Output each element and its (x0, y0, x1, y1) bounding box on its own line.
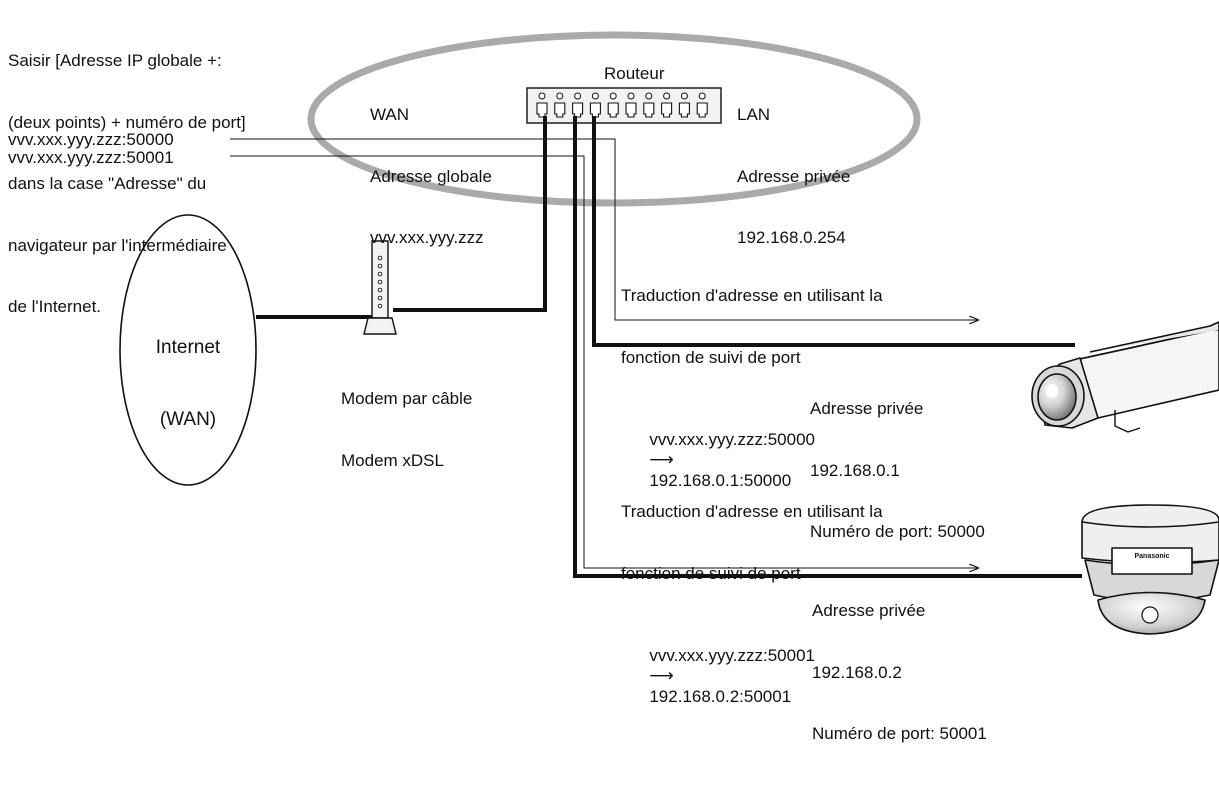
router-icon (526, 87, 722, 124)
lan-heading: LAN (737, 105, 771, 124)
box-camera-icon (1031, 321, 1219, 433)
translation-2-line2: fonction de suivi de port (621, 563, 801, 583)
router-port (536, 102, 548, 118)
router-port (554, 102, 566, 118)
translation-1-line2: fonction de suivi de port (621, 347, 801, 367)
modem-led (377, 279, 383, 285)
router-led-row (538, 92, 706, 100)
instruction-line: (deux points) + numéro de port] (8, 112, 246, 132)
network-diagram: Panasonic Saisir [Adresse IP globale +: … (8, 10, 1219, 743)
camera-1-address-label: Adresse privée (810, 399, 924, 418)
camera-1-ip: 192.168.0.1 (810, 460, 900, 480)
modem-line1: Modem par câble (341, 389, 473, 408)
lan-address-value: 192.168.0.254 (737, 228, 846, 247)
camera-2-cable (573, 116, 1082, 578)
translation-2-from: vvv.xxx.yyy.zzz:50001 (649, 645, 815, 665)
router-port (607, 102, 619, 118)
camera-1-label: Adresse privée 192.168.0.1 Numéro de por… (810, 358, 985, 584)
router-port (678, 102, 690, 118)
router-port (572, 102, 584, 118)
router-led (609, 92, 617, 100)
router-led (556, 92, 564, 100)
router-led (680, 92, 688, 100)
router-led (574, 92, 582, 100)
internet-ellipse (119, 214, 257, 486)
instruction-text: Saisir [Adresse IP globale +: (deux poin… (8, 10, 246, 359)
translation-1-arrow: ⟶ (649, 450, 674, 469)
router-led (663, 92, 671, 100)
diagram-graphics: Panasonic (119, 31, 1219, 635)
modem-label: Modem par câble Modem xDSL (341, 348, 472, 512)
router-led (698, 92, 706, 100)
dome-camera-icon (1081, 504, 1219, 635)
modem-led (377, 287, 383, 293)
instruction-line: Saisir [Adresse IP globale +: (8, 51, 222, 70)
router-led (627, 92, 635, 100)
cables (256, 116, 1082, 578)
wan-cable (393, 116, 547, 312)
camera-2-label: Adresse privée 192.168.0.2 Numéro de por… (812, 560, 987, 786)
url-2-label: vvv.xxx.yyy.zzz:50001 (8, 148, 174, 167)
internet-line1: Internet (155, 337, 221, 358)
router-led (538, 92, 546, 100)
url-guide-lines (230, 138, 978, 568)
modem-led (377, 255, 383, 261)
modem-led (377, 271, 383, 277)
camera-1-port: Numéro de port: 50000 (810, 522, 985, 541)
translation-1-mapping: vvv.xxx.yyy.zzz:50000 ⟶ 192.168.0.1:5000… (621, 409, 883, 512)
router-led (591, 92, 599, 100)
router-port (661, 102, 673, 118)
translation-1-block: Traduction d'adresse en utilisant la fon… (621, 245, 883, 553)
camera-1-cable (592, 116, 1075, 347)
modem-icon (363, 240, 397, 335)
router-port (625, 102, 637, 118)
translation-1-to: 192.168.0.1:50000 (649, 470, 792, 490)
router-port-row (536, 102, 708, 118)
translation-1-line1: Traduction d'adresse en utilisant la (621, 286, 883, 305)
lan-address-label: Adresse privée (737, 166, 851, 186)
router-port (696, 102, 708, 118)
modem-led (377, 295, 383, 301)
router-port (589, 102, 601, 118)
instruction-line: de l'Internet. (8, 297, 102, 316)
url-1-guide-line (230, 138, 978, 320)
router-zone-ellipse (307, 31, 921, 207)
modem-led (377, 263, 383, 269)
modem-led (377, 303, 383, 309)
url-2-guide-line (230, 155, 978, 568)
instruction-line: dans la case "Adresse" du (8, 174, 207, 193)
translation-2-line1: Traduction d'adresse en utilisant la (621, 502, 883, 521)
url-1-label: vvv.xxx.yyy.zzz:50000 (8, 130, 174, 149)
wan-address-label: Adresse globale (370, 166, 492, 186)
camera-2-address-label: Adresse privée (812, 601, 926, 620)
translation-2-to: 192.168.0.2:50001 (649, 686, 792, 706)
router-title: Routeur (604, 64, 665, 83)
translation-2-arrow: ⟶ (649, 666, 674, 685)
camera-2-port: Numéro de port: 50001 (812, 724, 987, 743)
internet-label: Internet (WAN) (138, 288, 238, 480)
camera-2-ip: 192.168.0.2 (812, 662, 902, 682)
wan-address-value: vvv.xxx.yyy.zzz (370, 228, 484, 247)
internet-line2: (WAN) (159, 409, 217, 430)
translation-1-from: vvv.xxx.yyy.zzz:50000 (649, 429, 815, 449)
wan-block: WAN Adresse globale vvv.xxx.yyy.zzz (370, 64, 492, 290)
router-led (645, 92, 653, 100)
modem-line2: Modem xDSL (341, 450, 444, 470)
camera-2-brand-label: Panasonic (1134, 553, 1169, 560)
router-port (643, 102, 655, 118)
lan-block: LAN Adresse privée 192.168.0.254 (737, 64, 850, 290)
wan-heading: WAN (370, 105, 410, 124)
instruction-line: navigateur par l'intermédiaire (8, 235, 227, 255)
